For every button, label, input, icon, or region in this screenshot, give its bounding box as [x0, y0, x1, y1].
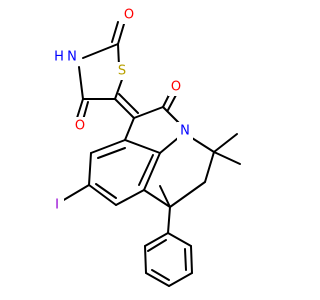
- bond-methyl-a: [213, 133, 238, 153]
- atom-labels: O H N S O O N I: [50, 6, 193, 214]
- bond-methyl-b: [213, 151, 241, 165]
- molecule-structure: O H N S O O N I: [50, 6, 241, 287]
- atom-o-lactam: O: [168, 78, 184, 96]
- bond-ph-6: [167, 232, 192, 247]
- atom-n-ring: N: [177, 122, 193, 140]
- bond-exocyclic-double: [118, 93, 139, 114]
- bond-c-i: [61, 184, 90, 202]
- atom-o-lactam-label: O: [171, 80, 181, 95]
- atom-h-label: H: [54, 50, 64, 65]
- bond-c4-o: [76, 98, 84, 119]
- bond-ph-1-inner: [147, 239, 167, 252]
- bond-cq-ph: [167, 206, 171, 234]
- bond-ch2-cq: [169, 181, 206, 208]
- label-background: [50, 48, 80, 66]
- atom-o-top-label: O: [124, 8, 134, 23]
- bond-ar-4: [88, 184, 117, 206]
- bond-ph-5: [190, 245, 193, 274]
- bond-ar-2: [90, 139, 126, 154]
- bond-c1-c2: [133, 106, 164, 119]
- label-background: [72, 117, 88, 135]
- bond-ar-1: [124, 139, 161, 154]
- bond-exocyclic: [114, 98, 135, 119]
- label-background: [114, 62, 130, 80]
- atom-o-thz: O: [72, 117, 88, 135]
- bond-ph-3: [145, 272, 170, 287]
- bond-c1-c9b: [124, 117, 135, 141]
- bond-c2-o-lactam-double: [167, 94, 177, 111]
- bonds: [61, 21, 241, 287]
- label-background: [121, 6, 137, 24]
- label-background: [177, 122, 193, 140]
- bond-ph-2: [144, 245, 147, 274]
- bond-ar-6-inner: [138, 154, 154, 186]
- molecule-canvas: O H N S O O N I: [50, 6, 241, 287]
- bond-n-cme2: [191, 137, 215, 153]
- atom-iodine-label: I: [55, 198, 59, 213]
- bond-cq-ar: [143, 189, 171, 208]
- atom-iodine: I: [50, 196, 64, 214]
- bond-ar-3: [88, 152, 92, 186]
- atom-n-ring-label: N: [180, 124, 190, 139]
- atom-nh: H N: [50, 48, 80, 66]
- atom-s-label: S: [118, 64, 126, 79]
- bond-ph-1: [144, 232, 169, 247]
- bond-c2-n-ring: [162, 106, 181, 125]
- bond-c2-n: [82, 43, 119, 59]
- label-background: [168, 78, 184, 96]
- atom-s: S: [114, 62, 130, 80]
- bond-ar-2-inner: [97, 147, 126, 159]
- atom-o-thz-label: O: [75, 119, 85, 134]
- bond-ph-4: [168, 272, 193, 287]
- bond-c2-o-double: [111, 21, 119, 43]
- bond-cme2-ch2: [204, 151, 215, 183]
- label-background: [50, 196, 64, 214]
- atom-n-label: N: [67, 50, 77, 65]
- bond-cq-methyl: [159, 185, 171, 208]
- bond-ar-4-inner: [95, 183, 117, 199]
- bond-n-c9a: [159, 137, 179, 154]
- bond-ph-5-inner: [184, 248, 187, 271]
- bond-ph-3-inner: [151, 269, 170, 281]
- bond-n-c4: [78, 66, 84, 100]
- bond-ar-5: [115, 189, 145, 206]
- bond-c2-o: [117, 23, 125, 45]
- atom-o-top: O: [121, 6, 137, 24]
- bond-ar-6: [143, 152, 161, 191]
